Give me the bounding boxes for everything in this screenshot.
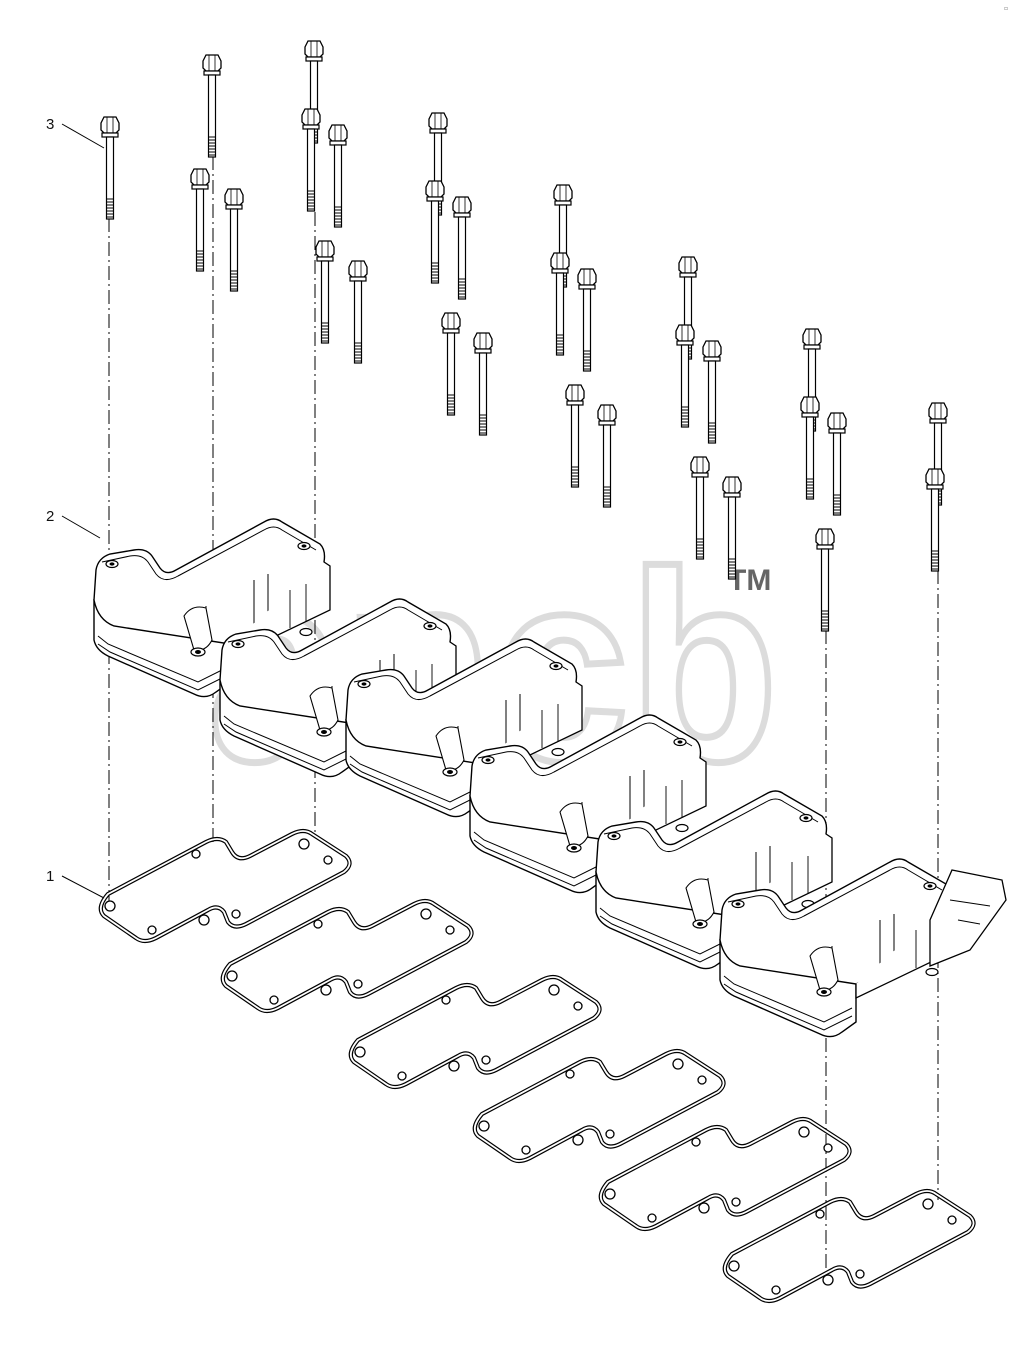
gasket [101, 831, 350, 941]
bolt [827, 412, 847, 516]
bolt [202, 54, 222, 158]
callout-label-2: 2 [46, 508, 54, 525]
bolt [675, 324, 695, 428]
bolt [452, 196, 472, 300]
bolt [315, 240, 335, 344]
corner-mark: ▫ [1004, 5, 1008, 12]
bolt [550, 252, 570, 356]
bolt [100, 116, 120, 220]
gasket [475, 1051, 724, 1161]
callout-1: 1 [46, 868, 105, 899]
rear-cover-housing [929, 869, 1007, 967]
rear-cover-detail [949, 899, 991, 925]
cover-group [93, 518, 1007, 1038]
callout-2: 2 [46, 508, 101, 539]
bolt [190, 168, 210, 272]
callout-label-1: 1 [46, 868, 54, 885]
gasket [725, 1191, 974, 1301]
bolt [925, 468, 945, 572]
bolt [800, 396, 820, 500]
bolt [224, 188, 244, 292]
bolt [473, 332, 493, 436]
bolt [702, 340, 722, 444]
bolt [597, 404, 617, 508]
bolt [425, 180, 445, 284]
callout-label-3: 3 [46, 116, 54, 133]
bolt [328, 124, 348, 228]
callout-3: 3 [46, 116, 105, 149]
bolt [301, 108, 321, 212]
bolt [441, 312, 461, 416]
bolt [577, 268, 597, 372]
bolt [815, 528, 835, 632]
bolt [565, 384, 585, 488]
bolt [348, 260, 368, 364]
